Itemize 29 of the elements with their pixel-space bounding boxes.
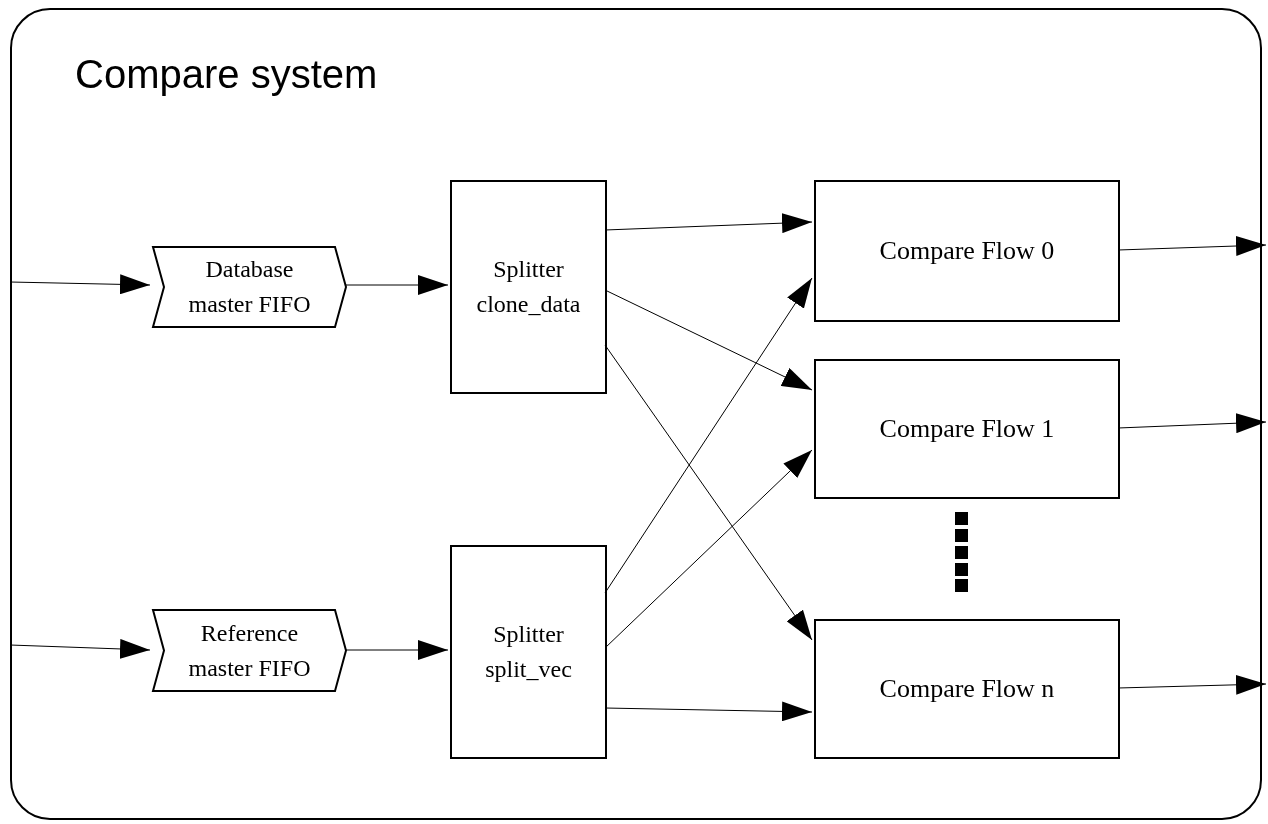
fifo-node (152, 246, 347, 328)
compare-flow-box (814, 619, 1120, 759)
fifo-node (152, 609, 347, 692)
arrow (9, 274, 151, 295)
node-label: Database master FIFO (187, 255, 312, 319)
node-label: Splitter clone_data (475, 255, 582, 319)
arrow (1117, 674, 1267, 695)
node-label: Reference master FIFO (187, 618, 312, 683)
arrow (344, 275, 449, 295)
splitter-box (450, 545, 607, 759)
system-title: Compare system (75, 52, 378, 97)
node-label: Compare Flow n (879, 673, 1055, 706)
arrow (604, 277, 813, 594)
system-container (10, 8, 1262, 820)
arrow (1117, 413, 1267, 434)
arrow (604, 344, 813, 641)
arrow (1117, 236, 1267, 256)
node-label: Compare Flow 0 (879, 235, 1055, 268)
arrow (604, 701, 813, 722)
arrow (604, 289, 813, 391)
arrow (344, 640, 449, 660)
compare-flow-box (814, 180, 1120, 322)
node-label: Splitter split_vec (484, 620, 573, 684)
compare-flow-box (814, 359, 1120, 499)
arrow (9, 638, 151, 659)
arrow (604, 449, 813, 649)
splitter-box (450, 180, 607, 394)
arrow (604, 213, 813, 234)
node-label: Compare Flow 1 (879, 413, 1055, 446)
